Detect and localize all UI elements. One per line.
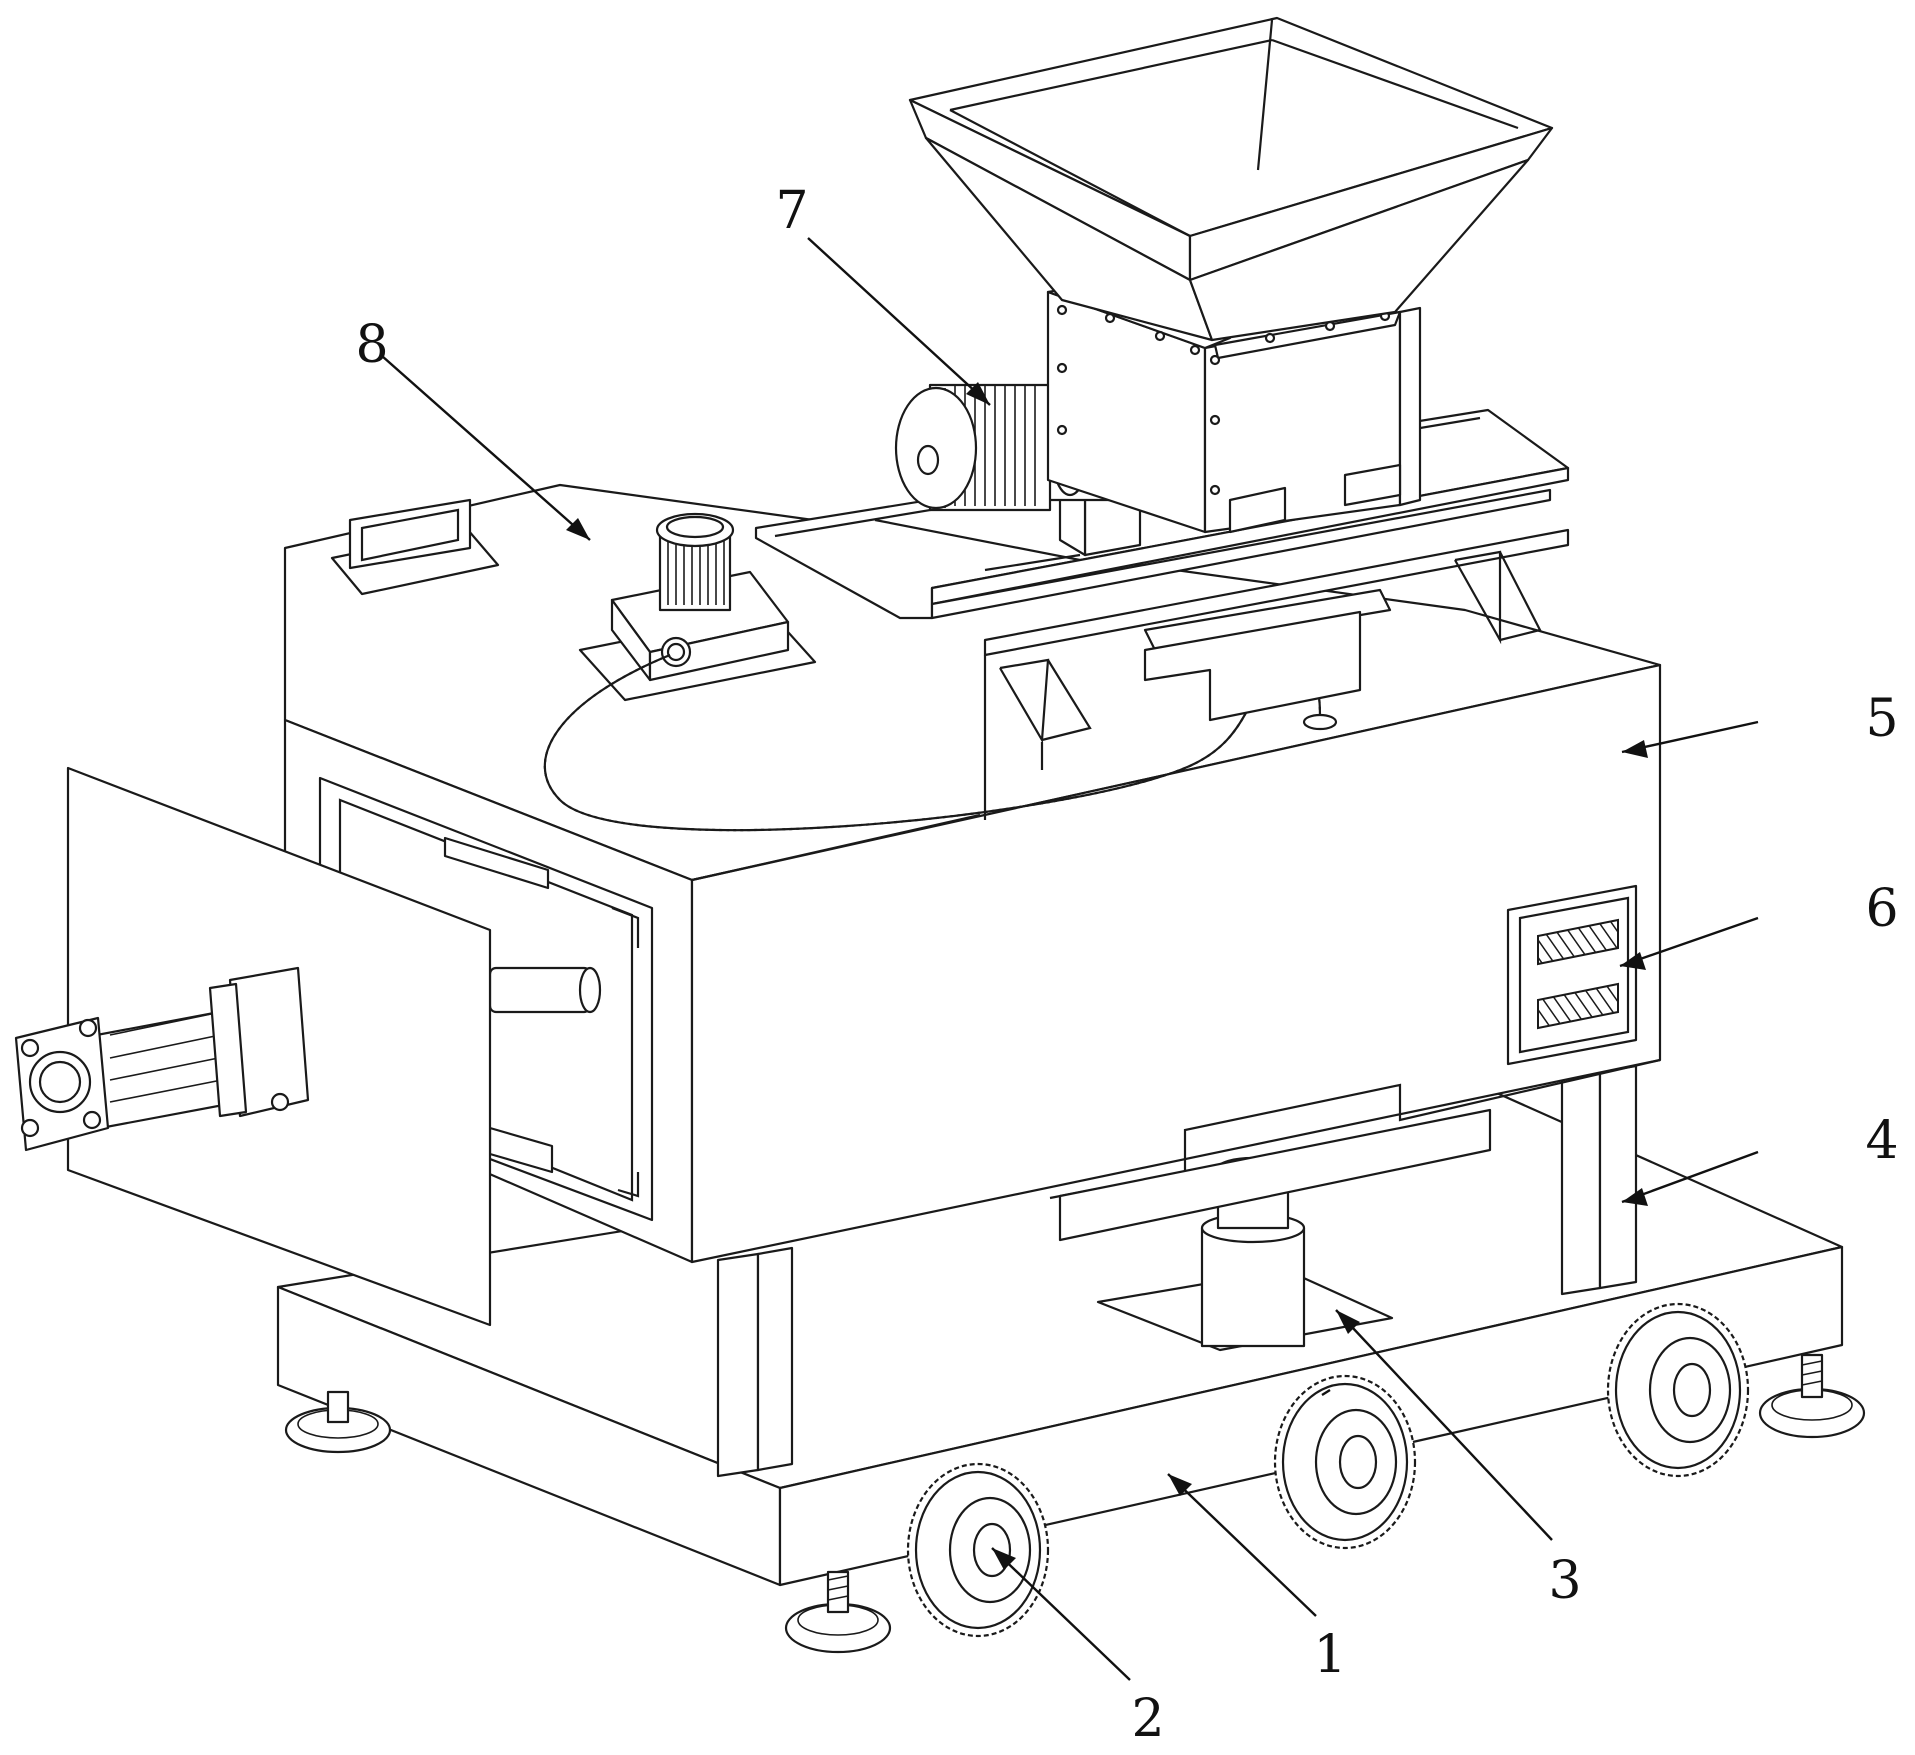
leader-2 bbox=[991, 1547, 1131, 1681]
leader-3b bbox=[1321, 1388, 1331, 1397]
leader-4 bbox=[1621, 1150, 1759, 1204]
support-leg-right bbox=[1560, 1064, 1638, 1296]
arrowhead-3 bbox=[1336, 1310, 1360, 1334]
leveling-foot-front bbox=[784, 1570, 892, 1654]
leader-6 bbox=[1619, 916, 1759, 968]
pneumatic-cylinder bbox=[14, 966, 310, 1152]
arrowhead-5 bbox=[1622, 740, 1648, 758]
feed-hopper bbox=[908, 16, 1554, 342]
leader-8 bbox=[381, 355, 591, 541]
leader-lines bbox=[381, 237, 1759, 1681]
callout-6: 6 bbox=[1865, 879, 1898, 939]
callout-1: 1 bbox=[1313, 1625, 1346, 1685]
arrowhead-6 bbox=[1620, 952, 1646, 970]
leveling-foot-left bbox=[284, 1390, 392, 1454]
arrowhead-4 bbox=[1622, 1188, 1648, 1206]
leveling-foot-right bbox=[1758, 1353, 1866, 1439]
leader-3 bbox=[1335, 1309, 1553, 1541]
leader-1 bbox=[1167, 1473, 1317, 1617]
wheel-middle bbox=[1273, 1374, 1417, 1550]
pump-unit bbox=[578, 512, 817, 702]
arrowhead-7 bbox=[966, 382, 990, 405]
main-box bbox=[283, 483, 1662, 1264]
callout-3: 3 bbox=[1548, 1551, 1581, 1611]
arrowhead-2 bbox=[992, 1548, 1016, 1570]
arrowhead-8 bbox=[566, 518, 590, 540]
control-panel bbox=[1506, 884, 1638, 1066]
callout-8: 8 bbox=[355, 315, 388, 375]
support-leg-front bbox=[716, 1246, 794, 1478]
callout-7: 7 bbox=[775, 181, 808, 241]
wheel-front bbox=[906, 1462, 1050, 1638]
callout-2: 2 bbox=[1131, 1689, 1164, 1749]
arrowhead-1 bbox=[1168, 1474, 1192, 1496]
callout-5: 5 bbox=[1865, 689, 1898, 749]
leader-7 bbox=[807, 237, 991, 406]
callout-4: 4 bbox=[1865, 1111, 1898, 1171]
small-feed-port bbox=[330, 498, 500, 596]
callout-labels: 8 7 5 6 4 3 1 2 bbox=[355, 181, 1898, 1749]
wheel-rear bbox=[1606, 1302, 1750, 1478]
